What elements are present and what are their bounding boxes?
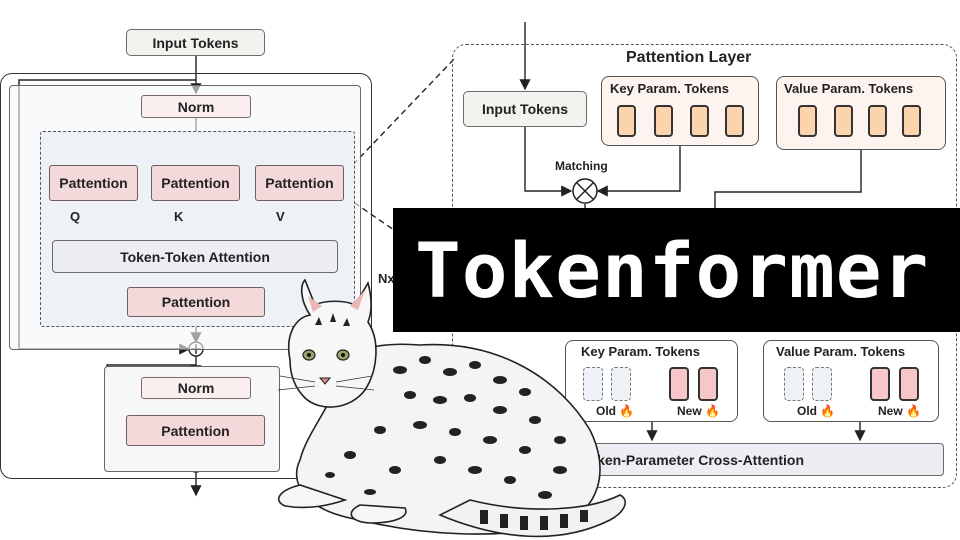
key-param-tokens-incremental-label: Key Param. Tokens [581,344,700,359]
pattention-q-box: Pattention [49,165,138,201]
value-param-token [834,105,853,137]
pattention-ffn-box: Pattention [126,415,265,446]
pattention-input-tokens-box: Input Tokens [463,91,587,127]
value-param-token [868,105,887,137]
value-param-token [902,105,921,137]
old-value-token [784,367,804,401]
new-key-token [698,367,718,401]
nx-label: Nx [378,271,395,286]
key-param-token [690,105,709,137]
pattention-v-box: Pattention [255,165,344,201]
new-value-token [870,367,890,401]
flame-icon: 🔥 [820,404,836,418]
new-value-token [899,367,919,401]
pattention-layer-title: Pattention Layer [626,49,752,66]
token-parameter-cross-attention-box: Token-Parameter Cross-Attention [480,443,944,476]
pattention-k-box: Pattention [151,165,240,201]
new-key-label: New 🔥 [677,404,720,418]
v-label: V [276,209,285,224]
old-key-label: Old 🔥 [596,404,635,418]
value-param-tokens-label: Value Param. Tokens [784,81,914,96]
new-value-label: New 🔥 [878,404,921,418]
old-key-token [611,367,631,401]
old-key-token [583,367,603,401]
key-param-tokens-label: Key Param. Tokens [610,81,729,96]
value-param-tokens-incremental-label: Value Param. Tokens [776,344,906,359]
flame-icon: 🔥 [705,404,720,418]
tokenformer-title-banner: Tokenformer [393,208,960,332]
key-param-token [617,105,636,137]
q-label: Q [70,209,81,224]
input-tokens-box: Input Tokens [126,29,265,56]
transformer-block [0,73,372,479]
value-param-token [798,105,817,137]
norm-2-box: Norm [141,377,251,399]
key-param-token [654,105,673,137]
token-token-attention-box: Token-Token Attention [52,240,338,273]
old-value-label: Old 🔥 [797,404,836,418]
circled-times-icon [572,178,598,204]
flame-icon: 🔥 [906,404,921,418]
key-param-token [725,105,744,137]
pattention-out-box: Pattention [127,287,265,317]
old-value-token [812,367,832,401]
flame-icon: 🔥 [619,404,635,418]
k-label: K [174,209,184,224]
matching-label: Matching [555,159,608,173]
norm-1-box: Norm [141,95,251,118]
new-key-token [669,367,689,401]
